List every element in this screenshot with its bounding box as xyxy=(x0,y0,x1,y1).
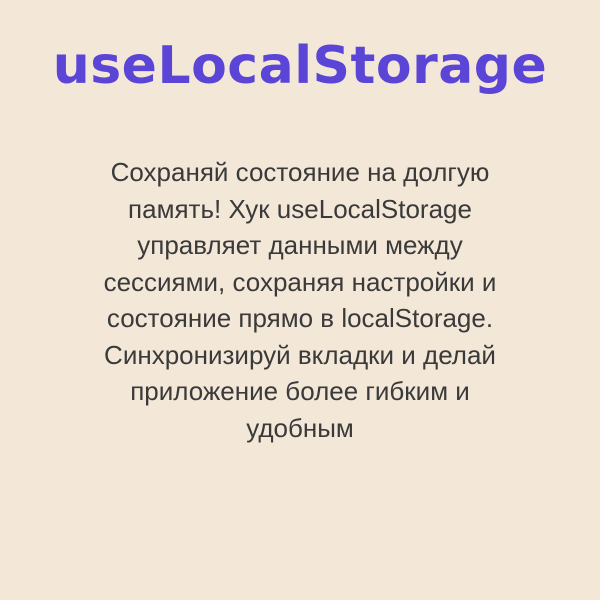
description-line: Синхронизируй вкладки и делай xyxy=(104,339,496,370)
description-line: удобным xyxy=(246,412,354,443)
description-line: приложение более гибким и xyxy=(130,376,470,406)
description-line: управляет данными между xyxy=(137,230,463,260)
description-line: сессиями, сохраняя настройки и xyxy=(103,266,497,297)
description-line: память! Хук useLocalStorage xyxy=(128,193,472,224)
description-line: состояние прямо в localStorage. xyxy=(106,303,494,333)
card-title: useLocalStorage xyxy=(52,36,548,96)
card-description: Сохраняй состояние на долгую память! Хук… xyxy=(55,154,545,446)
description-line: Сохраняй состояние на долгую xyxy=(110,157,490,187)
